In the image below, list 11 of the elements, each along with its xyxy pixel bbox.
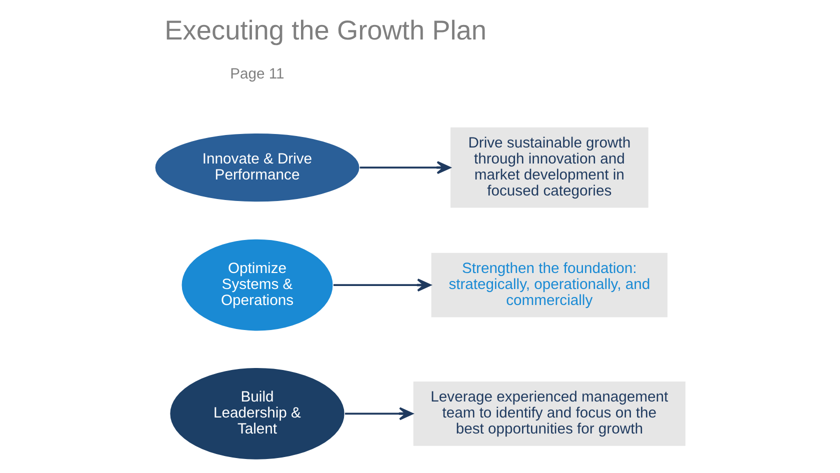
node-box: Drive sustainable growth through innovation and market development in focused categories [448, 126, 650, 209]
arrow [344, 407, 413, 420]
node-ellipse: Innovate & Drive Performance [154, 132, 360, 203]
node-box: Strengthen the foundation: strategically, operationally, and commercially [430, 252, 668, 318]
node-ellipse: Build Leadership & Talent [168, 366, 346, 461]
arrow [359, 161, 450, 174]
node-box: Leverage experienced management team to identify and focus on the best opportunities for growth [412, 380, 686, 448]
node-ellipse: Optimize Systems & Operations [180, 238, 334, 332]
arrow [332, 278, 431, 292]
label: Page 11 [230, 66, 284, 83]
diagram-title: Executing the Growth Plan [164, 14, 486, 46]
